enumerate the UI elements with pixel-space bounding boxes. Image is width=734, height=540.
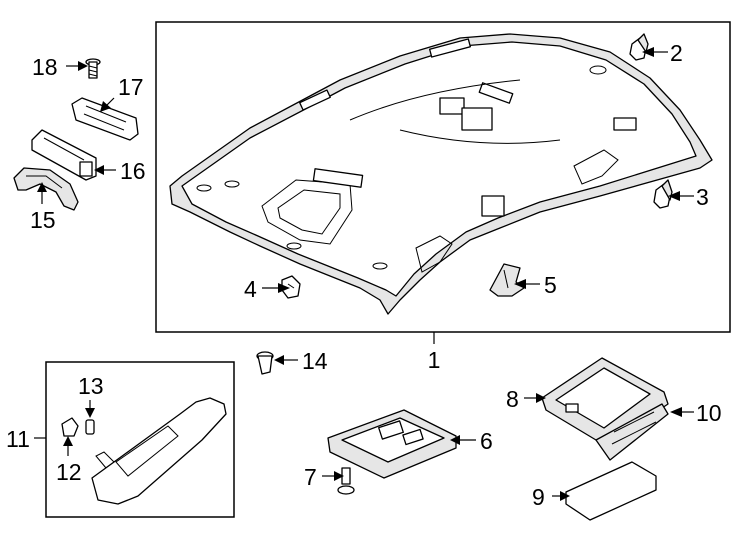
callout-7: 7 xyxy=(304,464,317,490)
clip-part-14[interactable] xyxy=(256,351,274,375)
callout-18: 18 xyxy=(32,54,58,80)
callout-1: 1 xyxy=(428,347,441,373)
callout-9: 9 xyxy=(532,484,545,510)
headliner-part[interactable] xyxy=(169,33,713,315)
callout-17: 17 xyxy=(118,74,144,100)
callout-13: 13 xyxy=(78,373,104,399)
callout-8: 8 xyxy=(506,386,519,412)
grab-handle-part-15[interactable] xyxy=(13,167,79,211)
dome-lamp-part-6[interactable] xyxy=(327,409,457,479)
console-part-8[interactable] xyxy=(541,357,669,447)
handle-bracket-part-16[interactable] xyxy=(31,129,97,181)
bracket-part-5[interactable] xyxy=(489,263,525,297)
callout-12: 12 xyxy=(56,459,82,485)
callout-3: 3 xyxy=(696,184,709,210)
screw-part-7[interactable] xyxy=(337,467,355,495)
leader-lines xyxy=(34,47,694,501)
callout-14: 14 xyxy=(302,348,328,374)
console-cover-part-10[interactable] xyxy=(595,403,669,461)
headliner-group-box xyxy=(155,21,731,333)
screw-part-18[interactable] xyxy=(85,58,101,79)
callout-5: 5 xyxy=(544,272,557,298)
callout-16: 16 xyxy=(120,158,146,184)
callout-2: 2 xyxy=(670,40,683,66)
clip-part-3[interactable] xyxy=(653,179,673,209)
callout-labels: 1 2 3 4 5 6 7 8 9 10 11 12 13 14 15 16 1… xyxy=(6,40,722,510)
sun-visor-part-11[interactable] xyxy=(91,397,227,505)
sun-visor-group-box xyxy=(45,361,235,518)
console-lid-part-9[interactable] xyxy=(565,461,657,521)
callout-15: 15 xyxy=(30,207,56,233)
clip-part-2[interactable] xyxy=(629,33,649,61)
visor-clip-part-12[interactable] xyxy=(61,417,79,437)
callout-6: 6 xyxy=(480,428,493,454)
bracket-part-17[interactable] xyxy=(71,97,139,141)
callout-10: 10 xyxy=(696,400,722,426)
callout-11: 11 xyxy=(6,426,30,452)
visor-clip-part-13[interactable] xyxy=(85,419,95,435)
callout-4: 4 xyxy=(244,276,257,302)
